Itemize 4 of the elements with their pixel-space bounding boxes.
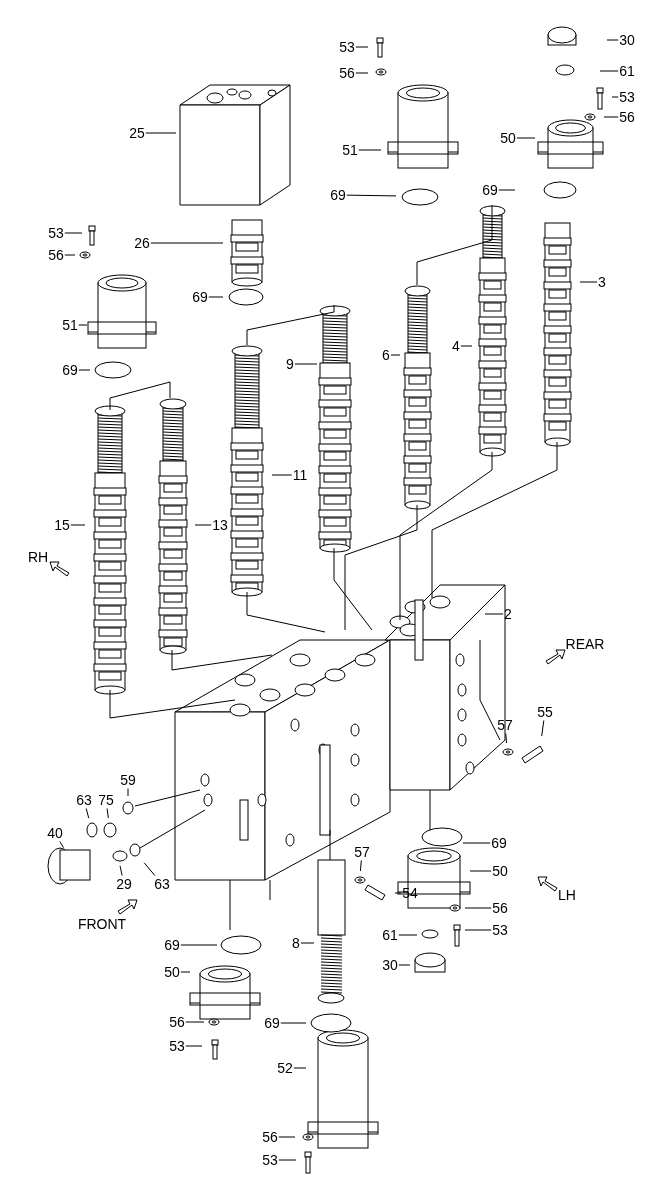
direction-label: REAR xyxy=(565,636,605,652)
direction-label: LH xyxy=(558,887,576,903)
direction-label: FRONT xyxy=(77,916,127,932)
direction-label: RH xyxy=(27,549,49,565)
